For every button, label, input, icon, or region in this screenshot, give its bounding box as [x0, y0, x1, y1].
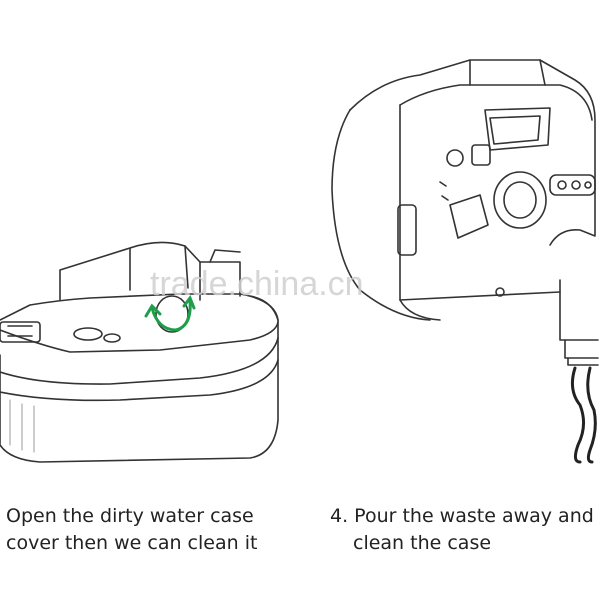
- rotate-arrow-icon: [144, 294, 196, 332]
- dirty-water-case-illustration: [0, 241, 279, 463]
- step-caption-open-cover: Open the dirty water case cover then we …: [6, 503, 257, 557]
- step-caption-line: Open the dirty water case: [6, 505, 254, 527]
- machine-pour-illustration: [331, 59, 599, 464]
- step-caption-line: cover then we can clean it: [6, 532, 258, 554]
- step-caption-pour-waste: 4. Pour the waste away and clean the cas…: [330, 503, 594, 557]
- step-caption-line: clean the case: [353, 532, 492, 554]
- step-caption-line: 4. Pour the waste away and: [330, 505, 594, 527]
- watermark-text: trade.china.cn: [150, 265, 364, 303]
